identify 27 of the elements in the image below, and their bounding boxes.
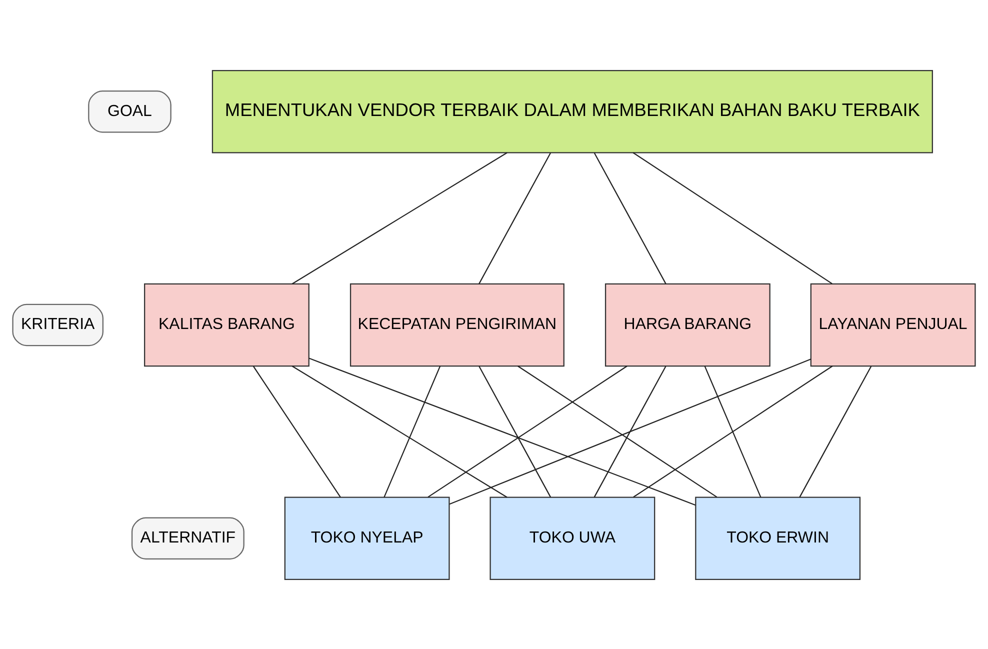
connector [594,366,666,497]
connector [704,366,762,497]
node-box: TOKO NYELAP [284,496,450,580]
connector [594,152,666,284]
node-box: MENENTUKAN VENDOR TERBAIK DALAM MEMBERIKAN BAHAN BAKU TERBAIK [212,70,933,153]
connector [292,152,508,284]
connector [384,366,441,497]
connector [632,152,832,284]
node-box: KRITERIA [12,303,104,346]
connector [428,365,628,498]
connector [518,365,718,498]
node-box: TOKO UWA [490,496,656,580]
connector [449,358,812,504]
connector [292,365,508,498]
connector [308,357,696,506]
node-box: KALITAS BARANG [144,282,310,366]
node-box: KECEPATAN PENGIRIMAN [350,282,564,366]
connector [252,366,341,497]
node-box: GOAL [88,90,172,132]
connector [799,366,872,497]
node-box: HARGA BARANG [604,282,770,366]
node-box: TOKO ERWIN [695,496,861,580]
node-box: LAYANAN PENJUAL [810,282,976,366]
connector [633,365,833,498]
connector [478,366,552,497]
connector [478,152,551,284]
node-box: ALTERNATIF [131,516,244,559]
